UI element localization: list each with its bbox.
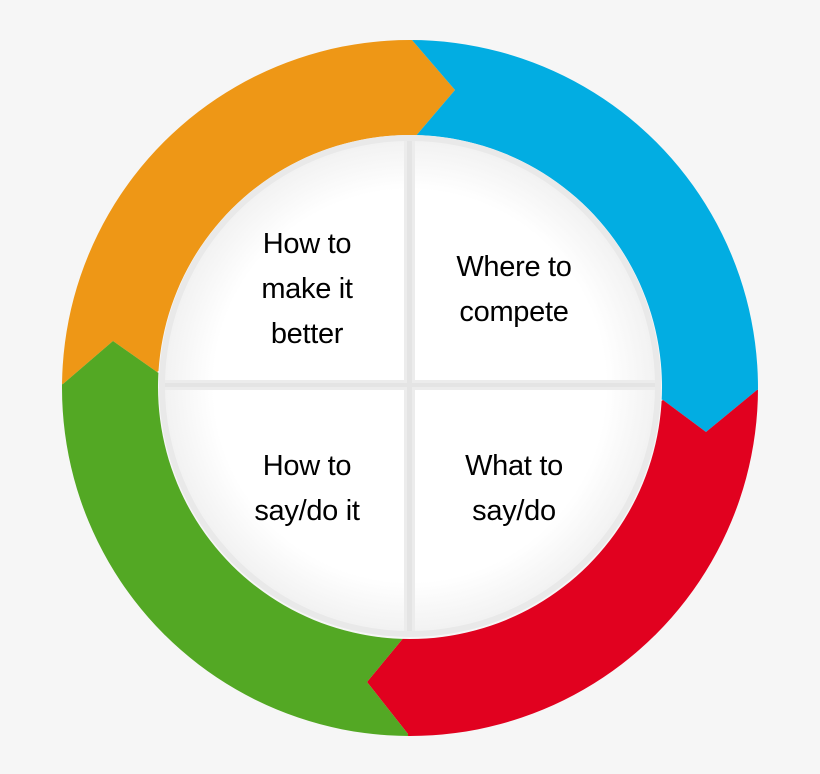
center-hub xyxy=(159,135,661,637)
quadrant-label-how-to-make-it-better: How to make it better xyxy=(261,228,353,350)
quadrant-label-how-to-say-do-it: How to say/do it xyxy=(254,450,360,527)
quadrant-label-what-to-say-do: What to say/do xyxy=(465,450,563,527)
quadrant-label-where-to-compete: Where to compete xyxy=(456,251,572,328)
